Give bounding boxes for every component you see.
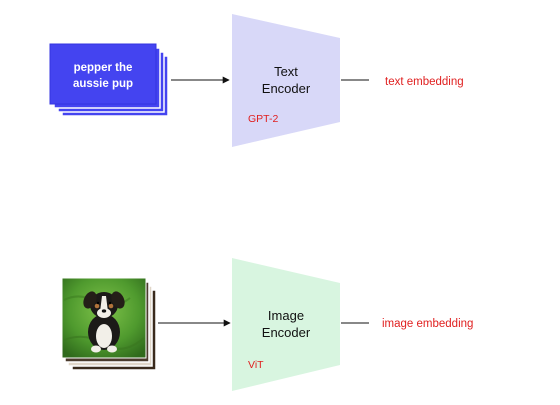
text-encoder-title-line-2: Encoder [262,81,311,96]
image-encoder-title-line-1: Image [268,308,304,323]
image-encoder-model: ViT [248,359,264,371]
text-input-line-1: pepper the [74,62,133,74]
text-card-front [49,43,157,105]
text-encoder-shape [232,14,340,147]
text-embedding-label: text embedding [385,76,464,88]
text-encoder: Text Encoder GPT-2 [232,14,340,147]
dog-photo-icon [61,277,147,359]
text-input-line-2: aussie pup [73,78,133,90]
image-input-stack [61,277,157,371]
image-embedding-label: image embedding [382,318,473,330]
image-encoder-title-line-2: Encoder [262,325,311,340]
text-encoder-title-line-1: Text [274,64,298,79]
text-encoder-model: GPT-2 [248,113,279,125]
text-input-stack: pepper the aussie pup [49,43,169,117]
image-encoder-shape [232,258,340,391]
image-encoder: Image Encoder ViT [232,258,340,391]
